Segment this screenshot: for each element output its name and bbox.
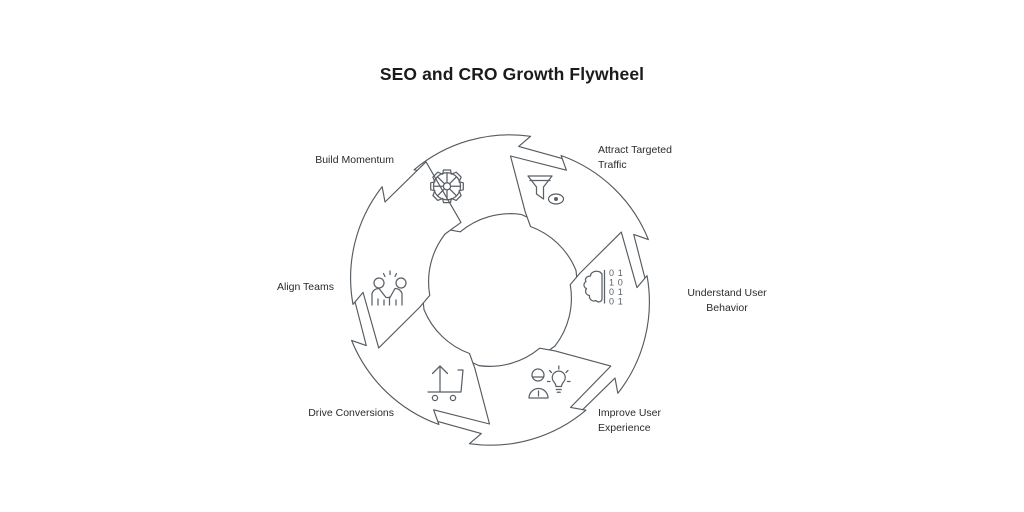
two-people-highfive-icon bbox=[371, 270, 407, 306]
brain-binary-icon: 0 1 1 0 0 1 0 1 bbox=[583, 268, 623, 307]
label-drive-conversions[interactable]: Drive Conversions bbox=[308, 407, 394, 419]
label-improve-user-experience[interactable]: Improve User Experience bbox=[598, 407, 662, 434]
label-understand-user-behavior[interactable]: Understand User Behavior bbox=[687, 287, 767, 314]
binary-row-2: 1 0 bbox=[609, 278, 623, 288]
gear-wheel-icon bbox=[430, 169, 464, 204]
binary-row-3: 0 1 bbox=[609, 287, 623, 297]
funnel-eye-icon bbox=[527, 175, 565, 205]
label-attract-targeted-traffic[interactable]: Attract Targeted Traffic bbox=[598, 144, 672, 171]
binary-row-4: 0 1 bbox=[609, 297, 623, 307]
page-title: SEO and CRO Growth Flywheel bbox=[379, 64, 645, 84]
label-build-momentum[interactable]: Build Momentum bbox=[315, 154, 394, 166]
person-lightbulb-icon bbox=[528, 365, 571, 399]
cart-up-arrow-icon bbox=[427, 365, 464, 402]
label-align-teams[interactable]: Align Teams bbox=[276, 281, 334, 293]
flywheel-ring bbox=[350, 134, 650, 446]
binary-row-1: 0 1 bbox=[609, 268, 623, 278]
